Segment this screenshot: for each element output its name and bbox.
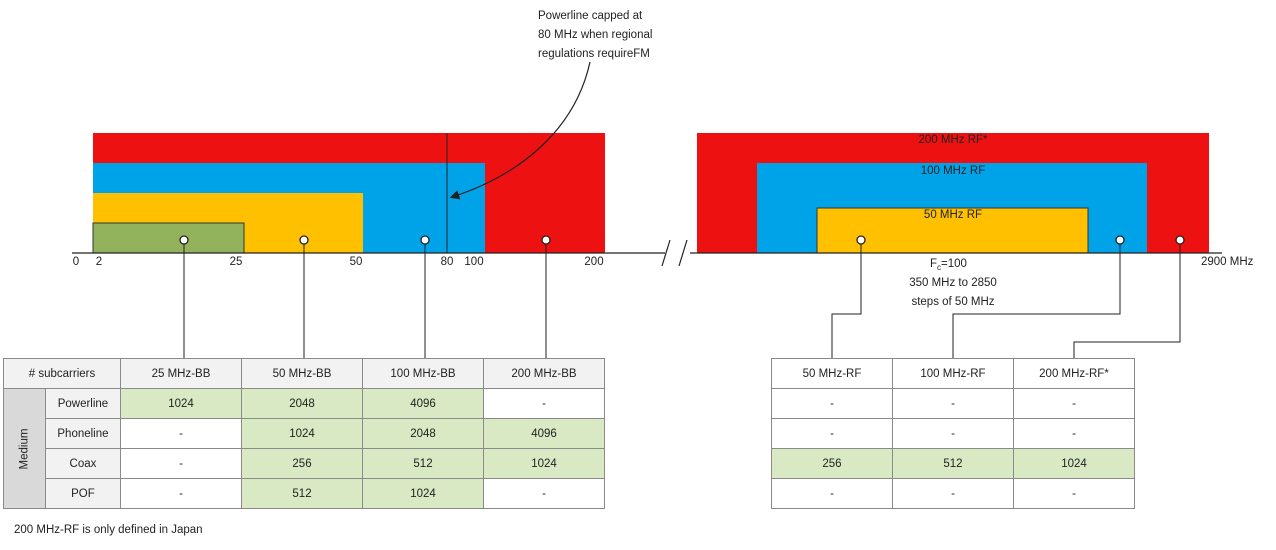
axis-break-2 <box>678 239 688 267</box>
row-label-phoneline: Phoneline <box>44 418 122 449</box>
table-cell: 4096 <box>362 388 484 419</box>
table-cell: - <box>1012 418 1136 449</box>
fc-note-line2: 350 MHz to 2850 <box>909 277 997 289</box>
connector-rf-50 <box>831 240 862 358</box>
bb-header-row: # subcarriers 25 MHz-BB 50 MHz-BB 100 MH… <box>3 358 605 389</box>
bb-header-100: 100 MHz-BB <box>362 358 484 389</box>
rf-header-200: 200 MHz-RF* <box>1012 358 1136 389</box>
tick-50: 50 <box>350 256 363 268</box>
bb-header-25: 25 MHz-BB <box>120 358 242 389</box>
rf-header-100: 100 MHz-RF <box>891 358 1014 389</box>
table-cell: 2048 <box>241 388 363 419</box>
marker-200 <box>541 235 551 245</box>
table-cell: 512 <box>891 448 1014 479</box>
callout-line3: regulations requireFM <box>538 48 650 60</box>
table-cell: 1024 <box>120 388 242 419</box>
rf-band-200-label: 200 MHz RF* <box>918 134 988 146</box>
table-cell: 256 <box>771 448 893 479</box>
table-row: 256 512 1024 <box>771 448 1136 479</box>
table-row: - - - <box>771 418 1136 449</box>
marker-rf-100 <box>1115 235 1125 245</box>
tick-2: 2 <box>96 256 102 268</box>
table-cell: 2048 <box>362 418 484 449</box>
table-cell: 512 <box>241 478 363 509</box>
tick-80: 80 <box>441 256 454 268</box>
table-cell: - <box>771 478 893 509</box>
tick-2900: 2900 MHz <box>1201 256 1254 268</box>
table-row: Coax - 256 512 1024 <box>4 448 605 479</box>
row-label-powerline: Powerline <box>44 388 122 419</box>
table-cell: - <box>771 418 893 449</box>
table-cell: - <box>891 418 1014 449</box>
table-row: Phoneline - 1024 2048 4096 <box>4 418 605 449</box>
table-cell: 512 <box>362 448 484 479</box>
marker-25 <box>179 235 189 245</box>
table-cell: 1024 <box>1012 448 1136 479</box>
callout-line1: Powerline capped at <box>538 10 643 22</box>
row-label-pof: POF <box>44 478 122 509</box>
callout-arrow <box>449 61 591 200</box>
callout-line2: 80 MHz when regional <box>538 29 652 41</box>
table-cell: - <box>120 418 242 449</box>
table-cell: 4096 <box>483 418 605 449</box>
table-row: - - - <box>771 388 1136 419</box>
rf-header-50: 50 MHz-RF <box>771 358 893 389</box>
axis-break-1 <box>661 239 671 267</box>
table-cell: - <box>120 448 242 479</box>
table-cell: 1024 <box>483 448 605 479</box>
table-cell: 1024 <box>362 478 484 509</box>
rf-band-100-label: 100 MHz RF <box>921 165 986 177</box>
marker-rf-200 <box>1175 235 1185 245</box>
marker-rf-50 <box>856 235 866 245</box>
table-cell: - <box>1012 388 1136 419</box>
table-cell: - <box>891 478 1014 509</box>
table-row: POF - 512 1024 - <box>4 478 605 509</box>
table-cell: 256 <box>241 448 363 479</box>
rf-header-row: 50 MHz-RF 100 MHz-RF 200 MHz-RF* <box>771 358 1136 389</box>
tick-0: 0 <box>73 256 79 268</box>
table-cell: 1024 <box>241 418 363 449</box>
table-cell: - <box>891 388 1014 419</box>
table-cell: - <box>771 388 893 419</box>
table-cell: - <box>483 388 605 419</box>
medium-cell: Medium <box>3 388 46 509</box>
rf-band-50-label: 50 MHz RF <box>924 209 982 221</box>
table-cell: - <box>1012 478 1136 509</box>
bb-header-50: 50 MHz-BB <box>241 358 363 389</box>
connector-rf-200 <box>1073 240 1181 358</box>
band-25-bb <box>92 222 245 254</box>
tick-200: 200 <box>584 256 603 268</box>
connector-rf-100 <box>952 240 1121 358</box>
footnote: 200 MHz-RF is only defined in Japan <box>14 524 203 536</box>
tick-100: 100 <box>464 256 483 268</box>
corner-cell: # subcarriers <box>3 358 121 389</box>
bb-header-200: 200 MHz-BB <box>483 358 605 389</box>
table-row: Medium Powerline 1024 2048 4096 - <box>3 388 605 509</box>
fc-note-line3: steps of 50 MHz <box>911 296 994 308</box>
bb-table: # subcarriers 25 MHz-BB 50 MHz-BB 100 MH… <box>3 358 605 509</box>
marker-100 <box>420 235 430 245</box>
medium-label: Medium <box>18 428 31 469</box>
row-label-coax: Coax <box>44 448 122 479</box>
marker-50 <box>299 235 309 245</box>
tick-25: 25 <box>230 256 243 268</box>
fc-note-line1: Fc=100 <box>930 258 967 272</box>
rf-table: 50 MHz-RF 100 MHz-RF 200 MHz-RF* - - - -… <box>771 358 1136 509</box>
table-cell: - <box>120 478 242 509</box>
table-row: - - - <box>771 478 1136 509</box>
table-cell: - <box>483 478 605 509</box>
